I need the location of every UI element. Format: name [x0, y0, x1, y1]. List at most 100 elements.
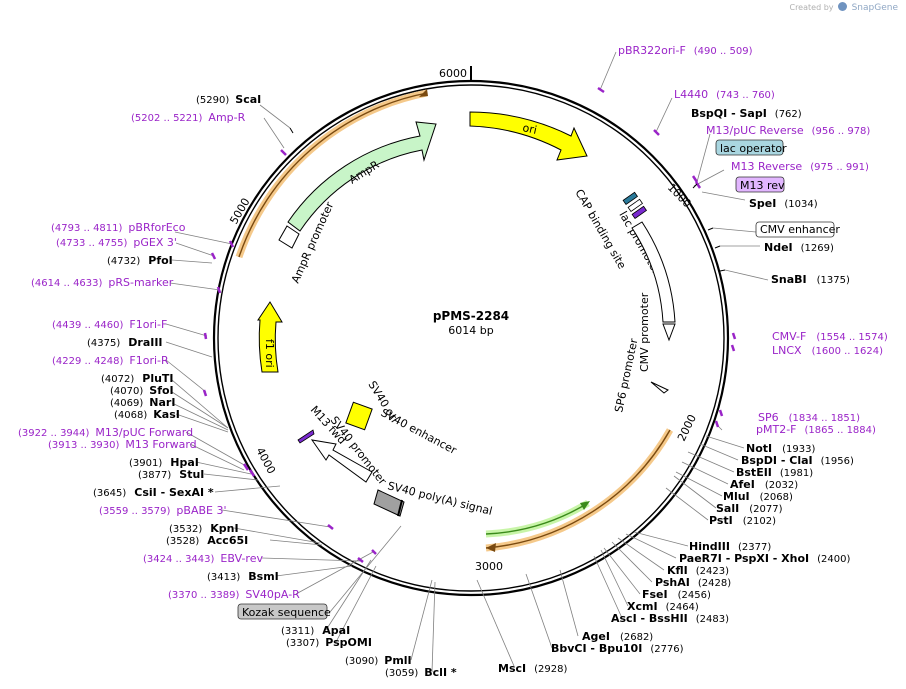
kozak-sequence-box-label: Kozak sequence: [242, 606, 331, 619]
site-label-pspomi: (3307)PspOMI: [286, 636, 372, 649]
site-label-agei: AgeI(2682): [582, 630, 653, 643]
tick-2000: 2000: [675, 412, 699, 443]
site-label-draiii: (4375)DraIII: [87, 336, 163, 349]
sv40-polya-label: SV40 poly(A) signal: [386, 479, 493, 518]
site-label-sfoi: (4070)SfoI: [110, 384, 174, 397]
backbone-inner-ring: [217, 84, 725, 592]
site-label-pfoi: (4732)PfoI: [107, 254, 173, 267]
site-label-pshai: PshAI(2428): [655, 576, 731, 589]
lac-operator-box[interactable]: [715, 139, 784, 156]
site-label-xcmi: XcmI(2464): [627, 600, 699, 613]
kozak-sequence-box[interactable]: [237, 603, 328, 620]
backbone-outer-ring: [212, 79, 730, 597]
primer-label-cmv-f: CMV-F(1554 .. 1574): [772, 330, 888, 343]
cmv-enhancer-box-label: CMV enhancer: [760, 223, 840, 236]
lac-operator-feature[interactable]: [627, 198, 644, 213]
site-label-bsmi: (3413)BsmI: [207, 570, 279, 583]
ampr-orf-arrowhead: [419, 89, 428, 97]
cap-binding-site-label: CAP binding site: [572, 187, 628, 271]
site-label-scai: (5290)ScaI: [196, 93, 261, 106]
site-label-hindiii: HindIII(2377): [689, 540, 771, 553]
sp6-promoter-label: SP6 promoter: [612, 337, 640, 414]
cmv-promoter-label: CMV promoter: [638, 292, 651, 372]
primer-label-lncx: LNCX(1600 .. 1624): [772, 344, 883, 357]
cmv-enhancer-feature[interactable]: [631, 221, 676, 323]
ampr-feature[interactable]: [287, 121, 437, 232]
site-label-pluti: (4072)PluTI: [101, 372, 174, 385]
lac-operator-box-label: lac operator: [720, 142, 787, 155]
credit-prefix: Created by: [789, 3, 834, 12]
sv40-promoter-feature[interactable]: [310, 439, 373, 483]
primer-label-m13-forward: (3913 .. 3930)M13 Forward: [48, 438, 197, 451]
site-label-psti: PstI(2102): [709, 514, 776, 527]
tick-5000: 5000: [227, 196, 252, 227]
ampr-promoter-feature[interactable]: [278, 225, 300, 249]
sv40-enhancer-label: SV40 enhancer: [379, 406, 459, 457]
snapgene-credit: Created by SnapGene: [789, 2, 898, 13]
sp6-promoter-feature[interactable]: [650, 381, 669, 394]
primer-label-f1ori-f: (4439 .. 4460)F1ori-F: [52, 318, 167, 331]
ori-feature[interactable]: [469, 111, 588, 161]
orf-line-inner: [485, 502, 589, 535]
sv40-ori-feature[interactable]: [345, 401, 373, 431]
site-ticks: [289, 127, 726, 272]
primer-label-ebv-rev: (3424 .. 3443)EBV-rev: [143, 552, 263, 565]
site-label-snabi: SnaBI(1375): [771, 273, 850, 286]
site-label-acc65i: (3528)Acc65I: [166, 534, 248, 547]
m13-rev-box-label: M13 rev: [740, 179, 785, 192]
primer-label-pbabe-3: (3559 .. 3579)pBABE 3': [99, 504, 227, 517]
site-label-kpni: (3532)KpnI: [169, 522, 239, 535]
m13-rev-box[interactable]: [735, 176, 785, 193]
tick-6000: 6000: [439, 67, 467, 80]
f1-ori-label: f1 ori: [263, 339, 276, 368]
site-label-bspqi-sapi: BspQI - SapI(762): [691, 107, 802, 120]
site-label-bspdi-clai: BspDI - ClaI(1956): [741, 454, 854, 467]
sv40-polya-end: [397, 499, 403, 517]
tick-1000: 1000: [665, 181, 694, 210]
snapgene-logo-icon: [838, 2, 848, 11]
primer-label-pmt2-f: pMT2-F(1865 .. 1884): [756, 423, 876, 436]
site-label-kfli: KflI(2423): [667, 564, 729, 577]
primer-label-f1ori-r: (4229 .. 4248)F1ori-R: [52, 354, 169, 367]
site-label-spei: SpeI(1034): [749, 197, 818, 210]
primer-label-m13-puc-reverse: M13/pUC Reverse(956 .. 978): [706, 124, 870, 137]
site-label-noti: NotI(1933): [746, 442, 815, 455]
m13-fwd-feature[interactable]: [297, 429, 315, 444]
site-label-fsei: FseI(2456): [642, 588, 711, 601]
orf-inner-arrowhead: [580, 501, 590, 510]
tick-4000: 4000: [253, 445, 278, 476]
tick-3000: 3000: [475, 560, 503, 573]
f1-ori-feature[interactable]: [257, 301, 283, 373]
primer-label-m13-puc-forward: (3922 .. 3944)M13/pUC Forward: [18, 426, 193, 439]
site-label-kasi: (4068)KasI: [114, 408, 180, 421]
site-label-nari: (4069)NarI: [110, 396, 175, 409]
primer-label-pbrforeco: (4793 .. 4811)pBRforEco: [51, 221, 186, 234]
site-label-pmli: (3090)PmlI: [345, 654, 412, 667]
orf-outer-arrowhead: [486, 543, 496, 552]
ori-label: ori: [521, 121, 538, 137]
primer-label-l4440: L4440(743 .. 760): [674, 88, 775, 101]
ampr-orf-line: [238, 92, 428, 258]
cmv-enhancer-box[interactable]: [755, 221, 835, 238]
sv40-polya-feature[interactable]: [373, 489, 405, 517]
site-label-bsteii: BstEII(1981): [736, 466, 813, 479]
site-label-afei: AfeI(2032): [730, 478, 798, 491]
m13-rev-feature[interactable]: [631, 205, 648, 220]
site-label-ndei: NdeI(1269): [764, 241, 834, 254]
credit-brand: SnapGene: [851, 3, 898, 13]
site-label-csii-sexai: (3645)CsiI - SexAI *: [93, 486, 214, 499]
site-label-paer7i-pspxi-xhoi: PaeR7I - PspXI - XhoI(2400): [679, 552, 851, 565]
orf-highlight-inner: [485, 500, 590, 538]
cmv-enhancer-arrowhead: [662, 323, 676, 342]
plasmid-name: pPMS-2284: [433, 309, 509, 323]
primer-label-pgex-3: (4733 .. 4755)pGEX 3': [56, 236, 177, 249]
primer-label-prs-marker: (4614 .. 4633)pRS-marker: [31, 276, 174, 289]
site-label-msci: MscI(2928): [498, 662, 567, 675]
cap-binding-site-feature[interactable]: [622, 191, 639, 206]
primer-label-sp6: SP6(1834 .. 1851): [758, 411, 860, 424]
site-label-apai: (3311)ApaI: [281, 624, 350, 637]
site-label-bcli: (3059)BclI *: [385, 666, 457, 679]
orf-line-outer: [485, 429, 671, 549]
site-label-asci-bsshii: AscI - BssHII(2483): [611, 612, 729, 625]
site-label-sali: SalI(2077): [716, 502, 783, 515]
